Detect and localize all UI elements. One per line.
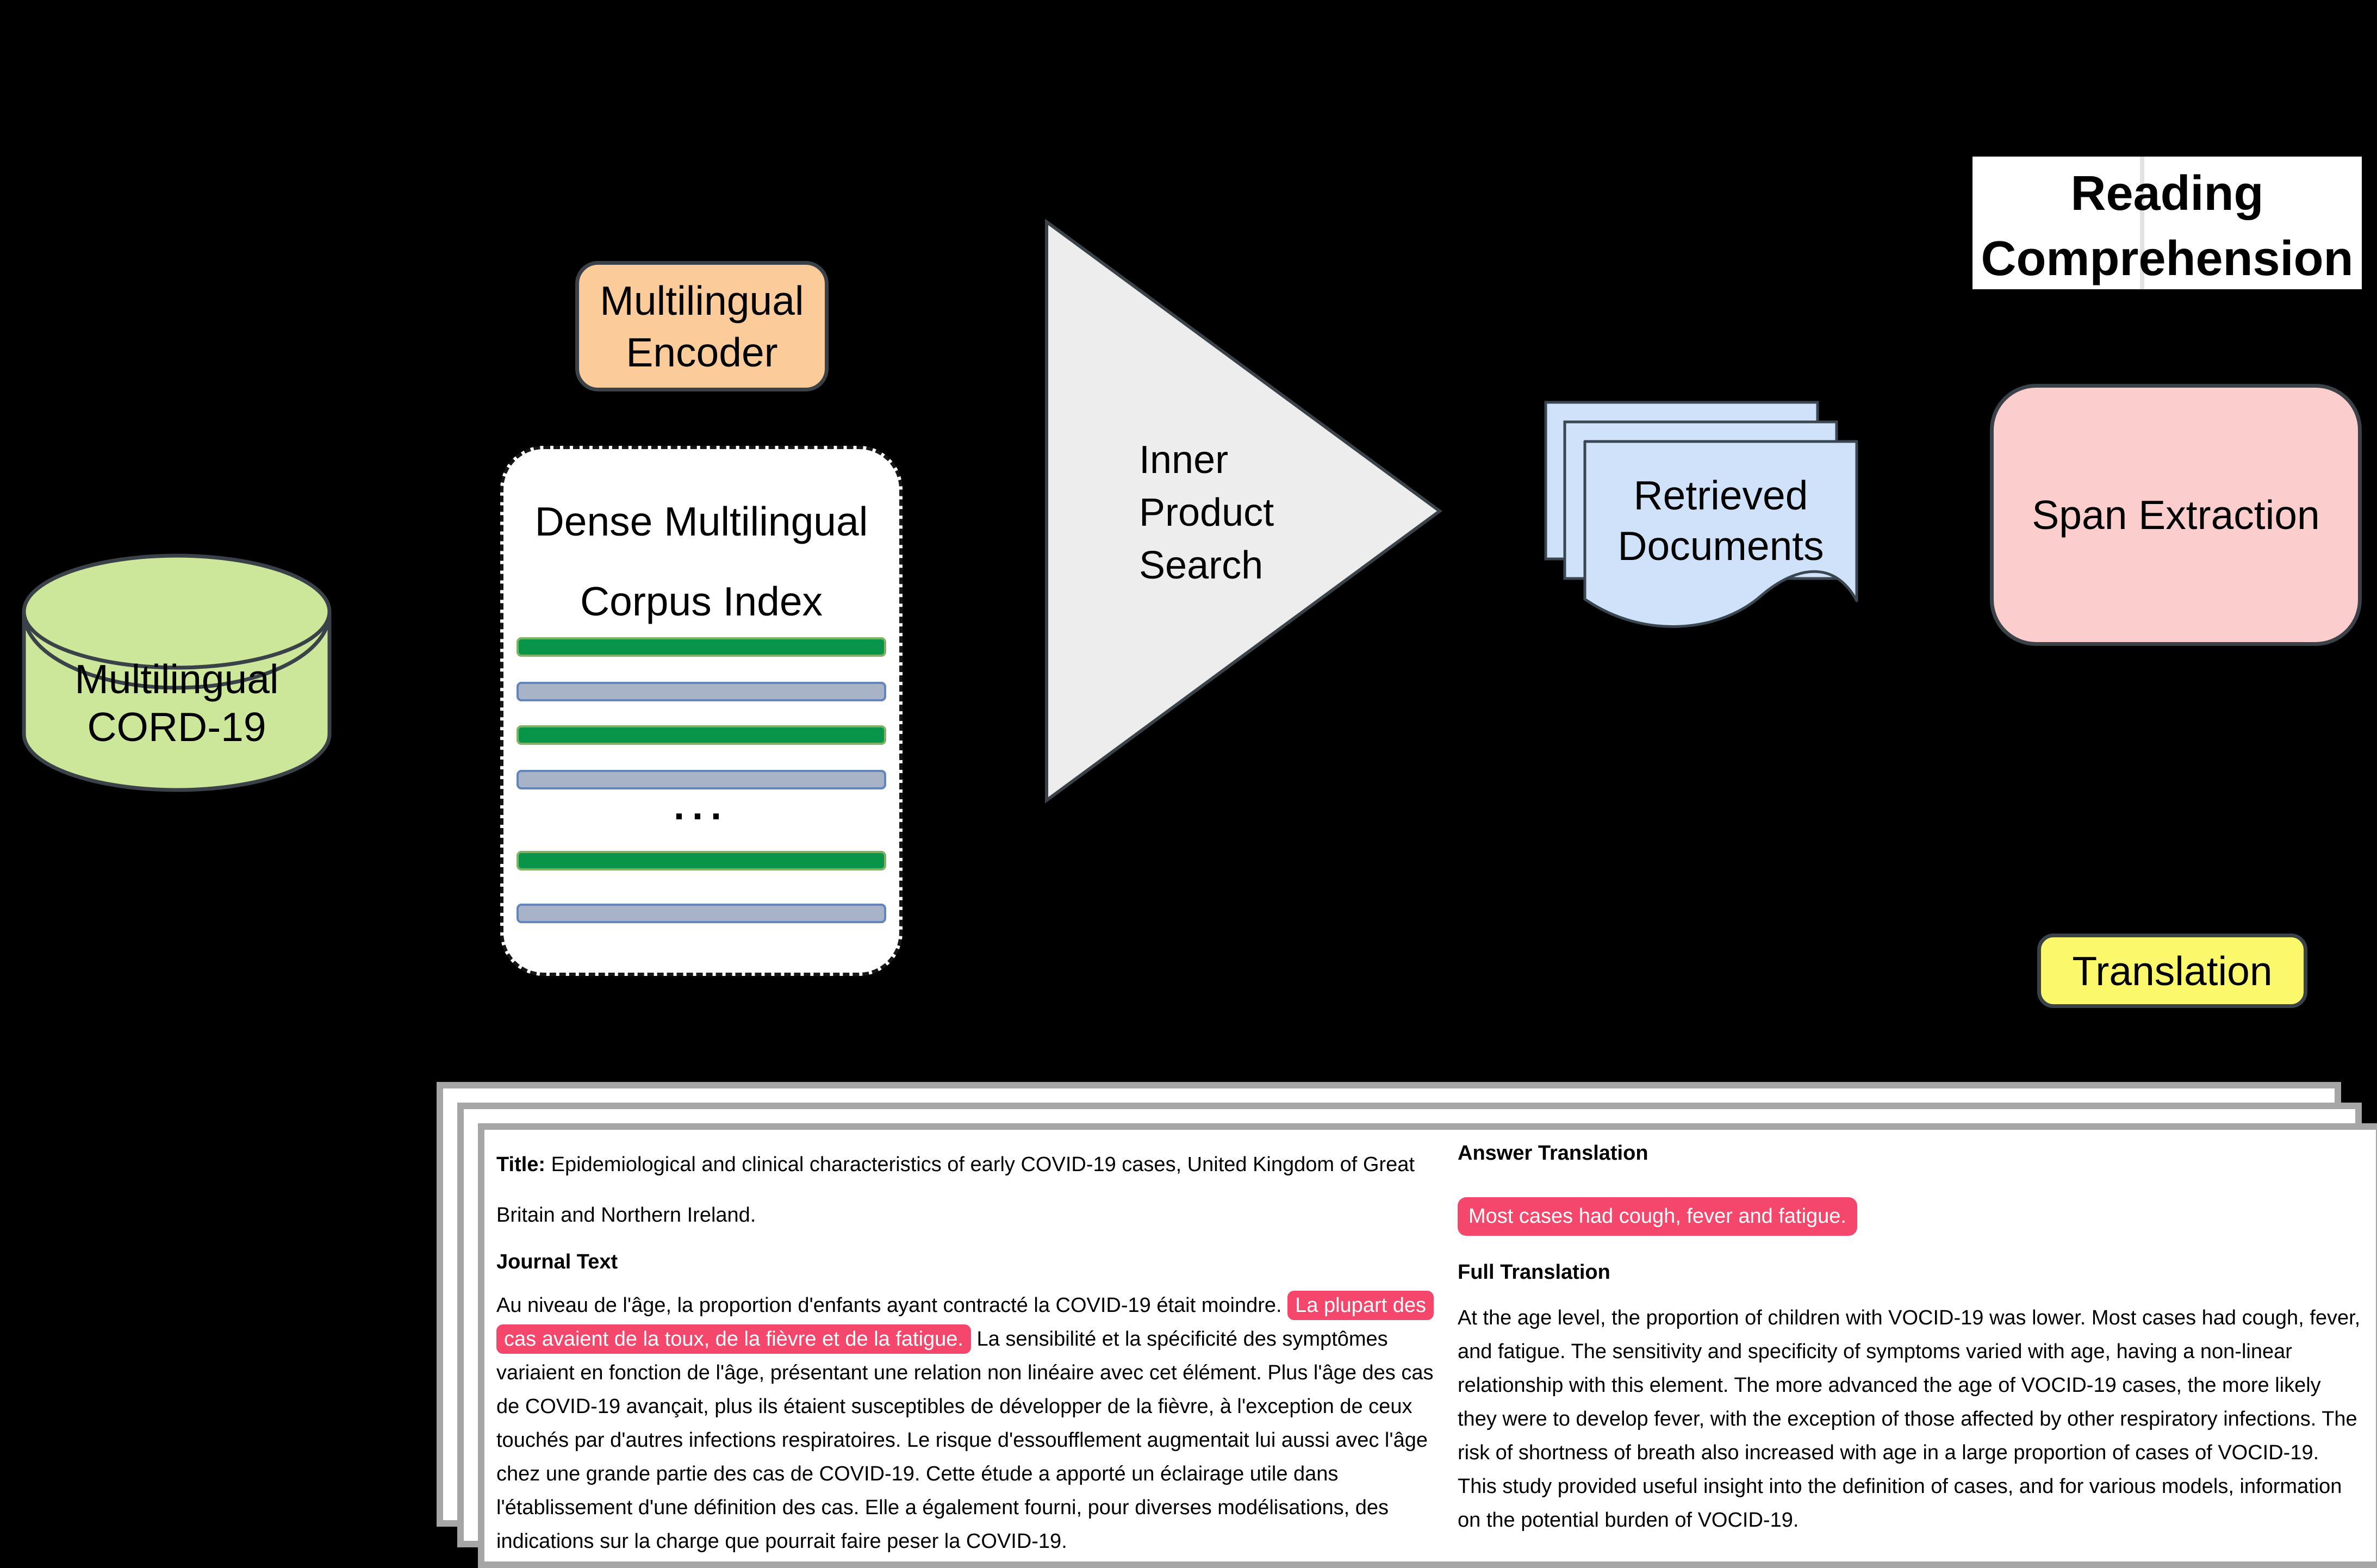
reading-comprehension-label: Reading Comprehension <box>1981 166 2354 286</box>
multilingual-encoder-label: Multilingual Encoder <box>600 278 804 375</box>
corpus-index-title: Dense Multilingual Corpus Index <box>534 499 868 624</box>
reading-comprehension-box: Reading Comprehension <box>1972 157 2362 289</box>
french-text-pre: Au niveau de l'âge, la proportion d'enfa… <box>496 1294 1288 1317</box>
index-vector-bar-gray <box>517 904 886 923</box>
inner-product-search-triangle <box>1045 219 1443 804</box>
answer-translation-heading: Answer Translation <box>1458 1142 1648 1165</box>
document-page-front: Title: Epidemiological and clinical char… <box>478 1123 2377 1568</box>
index-vector-bar-gray <box>517 770 886 789</box>
french-text-post: La sensibilité et la spécificité des sym… <box>496 1328 1434 1553</box>
page-seam-divider <box>2140 157 2144 289</box>
index-vector-bar-green <box>517 851 886 870</box>
index-vector-bar-gray <box>517 682 886 701</box>
title-label: Title: <box>496 1153 551 1176</box>
corpus-db-label: Multilingual CORD-19 <box>74 656 279 750</box>
index-vector-bar-green <box>517 637 886 657</box>
document-title: Title: Epidemiological and clinical char… <box>496 1140 1437 1241</box>
title-text: Epidemiological and clinical characteris… <box>496 1153 1415 1227</box>
retrieved-documents-label: Retrieved Documents <box>1617 472 1824 569</box>
span-extraction-label: Span Extraction <box>2032 492 2320 538</box>
retrieved-documents-icon <box>1544 401 1858 628</box>
index-ellipsis: ... <box>673 785 729 828</box>
document-left-column: Title: Epidemiological and clinical char… <box>496 1130 1437 1558</box>
full-translation-paragraph: At the age level, the proportion of chil… <box>1458 1306 2361 1532</box>
answer-translation-highlight: Most cases had cough, fever and fatigue. <box>1458 1197 1857 1236</box>
translation-box: Translation <box>2037 934 2307 1008</box>
journal-text-paragraph: Au niveau de l'âge, la proportion d'enfa… <box>496 1289 1437 1558</box>
multilingual-encoder-box <box>575 261 829 391</box>
index-vector-bar-green <box>517 725 886 745</box>
translation-label: Translation <box>2072 948 2273 994</box>
corpus-index-box <box>500 446 903 976</box>
span-extraction-box: Span Extraction <box>1990 384 2362 646</box>
journal-text-heading: Journal Text <box>496 1250 618 1273</box>
document-right-column: Answer Translation Most cases had cough,… <box>1458 1130 2362 1537</box>
inner-product-search-label: Inner Product Search <box>1139 438 1274 587</box>
database-cylinder-icon <box>22 553 332 792</box>
full-translation-heading: Full Translation <box>1458 1261 1610 1284</box>
